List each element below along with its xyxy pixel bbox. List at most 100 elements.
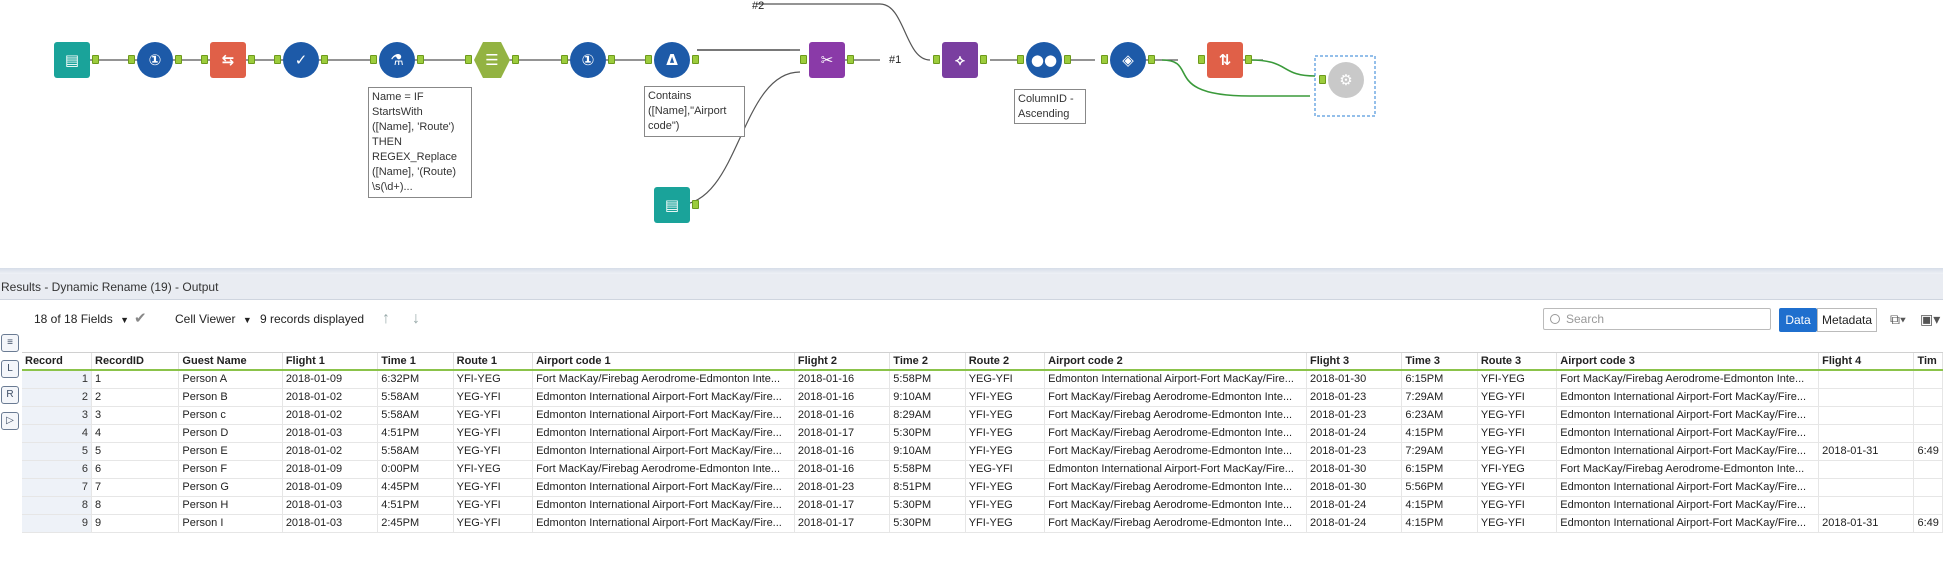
output-anchor[interactable]: [321, 55, 328, 64]
table-cell[interactable]: Fort MacKay/Firebag Aerodrome-Edmonton I…: [532, 370, 795, 389]
output-anchor[interactable]: [1148, 55, 1155, 64]
table-cell[interactable]: 2018-01-16: [794, 442, 891, 461]
table-cell[interactable]: 2018-01-24: [1306, 496, 1403, 515]
search-input[interactable]: Search: [1543, 308, 1771, 330]
table-cell[interactable]: Fort MacKay/Firebag Aerodrome-Edmonton I…: [1044, 478, 1307, 497]
table-cell[interactable]: 5:30PM: [889, 424, 966, 443]
table-cell[interactable]: 5:56PM: [1401, 478, 1478, 497]
table-cell[interactable]: 4:51PM: [377, 496, 454, 515]
table-cell[interactable]: YEG-YFI: [453, 496, 534, 515]
table-cell[interactable]: YFI-YEG: [965, 478, 1046, 497]
table-cell[interactable]: [1913, 388, 1943, 407]
table-cell[interactable]: YFI-YEG: [965, 424, 1046, 443]
column-header[interactable]: Time 1: [377, 353, 454, 371]
table-cell[interactable]: Edmonton International Airport-Fort MacK…: [1044, 370, 1307, 389]
table-cell[interactable]: Edmonton International Airport-Fort MacK…: [1556, 388, 1820, 407]
table-cell[interactable]: 2018-01-23: [1306, 442, 1403, 461]
table-cell[interactable]: [1818, 406, 1915, 425]
list-view-icon[interactable]: ≡: [1, 334, 19, 352]
table-cell[interactable]: 2018-01-31: [1818, 442, 1915, 461]
table-cell[interactable]: 9:10AM: [889, 388, 966, 407]
table-cell[interactable]: 2018-01-30: [1306, 460, 1403, 479]
table-cell[interactable]: [1913, 478, 1943, 497]
input-anchor[interactable]: [933, 55, 940, 64]
output-anchor[interactable]: [847, 55, 854, 64]
table-cell[interactable]: 9:10AM: [889, 442, 966, 461]
copy-icon[interactable]: ⧉▾: [1890, 311, 1906, 327]
table-cell[interactable]: [1913, 460, 1943, 479]
column-header[interactable]: Tim: [1913, 353, 1943, 371]
record-id-tool-2-icon[interactable]: ①: [570, 42, 606, 78]
arrow-down-icon[interactable]: ↓: [412, 310, 420, 327]
column-header[interactable]: Airport code 3: [1556, 353, 1820, 371]
table-cell[interactable]: 2018-01-02: [282, 388, 379, 407]
input-data-tool-icon[interactable]: ▤: [54, 42, 90, 78]
column-header[interactable]: Route 1: [453, 353, 534, 371]
table-cell[interactable]: 2018-01-16: [794, 406, 891, 425]
table-cell[interactable]: 2018-01-23: [1306, 406, 1403, 425]
column-header[interactable]: Route 3: [1477, 353, 1558, 371]
multi-row-tool-icon[interactable]: ◈: [1110, 42, 1146, 78]
table-cell[interactable]: 6: [91, 460, 180, 479]
table-cell[interactable]: 5:58PM: [889, 370, 966, 389]
input-anchor[interactable]: [465, 55, 472, 64]
table-cell[interactable]: 2018-01-02: [282, 406, 379, 425]
table-cell[interactable]: Edmonton International Airport-Fort MacK…: [1556, 514, 1820, 533]
table-cell[interactable]: 3: [91, 406, 180, 425]
table-cell[interactable]: 6:15PM: [1401, 370, 1478, 389]
left-anchor-icon[interactable]: L: [1, 360, 19, 378]
table-cell[interactable]: YEG-YFI: [453, 514, 534, 533]
table-cell[interactable]: YEG-YFI: [1477, 514, 1558, 533]
table-cell[interactable]: 8:29AM: [889, 406, 966, 425]
output-anchor[interactable]: [1064, 55, 1071, 64]
table-cell[interactable]: 5:30PM: [889, 496, 966, 515]
table-cell[interactable]: Fort MacKay/Firebag Aerodrome-Edmonton I…: [1044, 424, 1307, 443]
table-cell[interactable]: YEG-YFI: [1477, 406, 1558, 425]
table-cell[interactable]: [1818, 388, 1915, 407]
table-cell[interactable]: YEG-YFI: [453, 388, 534, 407]
table-cell[interactable]: [1913, 424, 1943, 443]
table-cell[interactable]: 2018-01-30: [1306, 370, 1403, 389]
input-anchor[interactable]: [370, 55, 377, 64]
input-data-tool-2-icon[interactable]: ▤: [654, 187, 690, 223]
filter-tool-icon[interactable]: Δ: [654, 42, 690, 78]
table-cell[interactable]: 2018-01-23: [794, 478, 891, 497]
record-number[interactable]: 5: [22, 442, 93, 461]
cell-viewer-dropdown[interactable]: Cell Viewer ▼: [175, 310, 252, 328]
table-cell[interactable]: 2018-01-03: [282, 514, 379, 533]
pane-splitter[interactable]: [0, 268, 1943, 274]
column-header[interactable]: RecordID: [91, 353, 180, 371]
table-cell[interactable]: Person G: [178, 478, 283, 497]
record-number[interactable]: 3: [22, 406, 93, 425]
table-cell[interactable]: YFI-YEG: [453, 460, 534, 479]
input-anchor[interactable]: [1017, 55, 1024, 64]
record-number[interactable]: 4: [22, 424, 93, 443]
table-cell[interactable]: YEG-YFI: [1477, 496, 1558, 515]
table-cell[interactable]: 6:49: [1913, 442, 1943, 461]
output-anchor[interactable]: [1245, 55, 1252, 64]
table-cell[interactable]: YEG-YFI: [453, 406, 534, 425]
table-cell[interactable]: 4:15PM: [1401, 514, 1478, 533]
table-cell[interactable]: Person E: [178, 442, 283, 461]
table-cell[interactable]: Fort MacKay/Firebag Aerodrome-Edmonton I…: [532, 460, 795, 479]
table-cell[interactable]: 2018-01-16: [794, 460, 891, 479]
table-cell[interactable]: 7:29AM: [1401, 442, 1478, 461]
table-cell[interactable]: 1: [91, 370, 180, 389]
table-cell[interactable]: YFI-YEG: [1477, 370, 1558, 389]
table-cell[interactable]: Edmonton International Airport-Fort MacK…: [532, 388, 795, 407]
select-tool-icon[interactable]: ✓: [283, 42, 319, 78]
table-cell[interactable]: YFI-YEG: [453, 370, 534, 389]
table-cell[interactable]: [1913, 370, 1943, 389]
table-cell[interactable]: Fort MacKay/Firebag Aerodrome-Edmonton I…: [1044, 406, 1307, 425]
table-cell[interactable]: 2018-01-23: [1306, 388, 1403, 407]
table-cell[interactable]: 4:45PM: [377, 478, 454, 497]
output-tool-icon[interactable]: ⚙: [1328, 62, 1364, 98]
table-cell[interactable]: 2018-01-09: [282, 478, 379, 497]
table-cell[interactable]: 6:32PM: [377, 370, 454, 389]
table-cell[interactable]: 0:00PM: [377, 460, 454, 479]
